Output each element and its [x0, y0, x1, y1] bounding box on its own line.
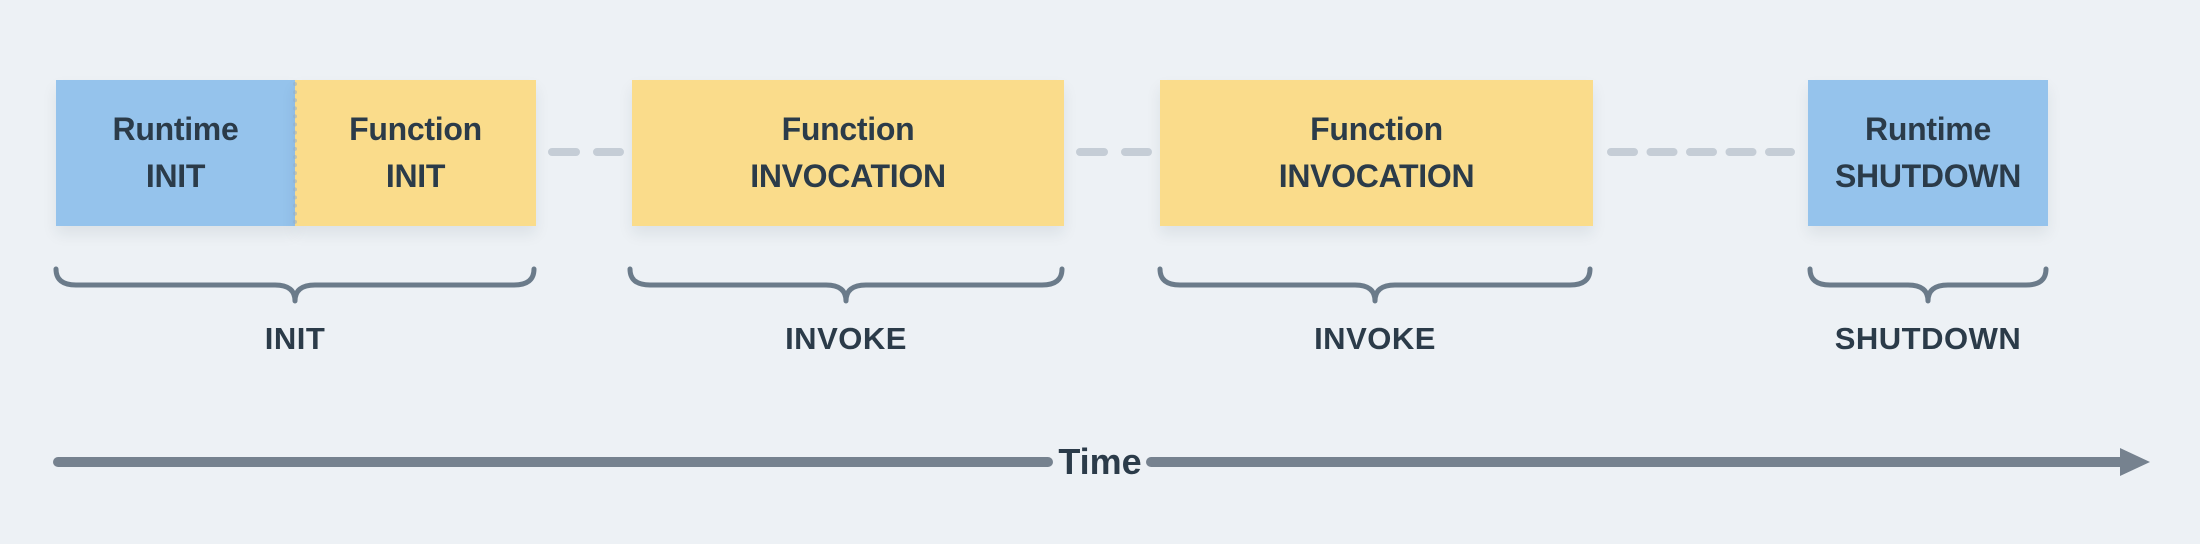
phase-label-invoke-2: INVOKE [1314, 321, 1436, 356]
phase-label-init: INIT [264, 321, 326, 356]
shutdown-brace [1807, 266, 2049, 304]
function-invocation-box-1: Function INVOCATION [632, 80, 1064, 226]
init-boxes-divider [293, 82, 297, 224]
runtime-shutdown-line1: Runtime [1865, 111, 1991, 147]
runtime-shutdown-box: Runtime SHUTDOWN [1808, 80, 2048, 226]
function-init-line2: INIT [385, 158, 446, 194]
runtime-init-box: Runtime INIT [56, 80, 295, 226]
function-init-line1: Function [349, 111, 482, 147]
runtime-init-line2: INIT [145, 158, 206, 194]
function-init-box: Function INIT [295, 80, 536, 226]
time-axis-label: Time [1058, 441, 1142, 482]
phase-label-shutdown: SHUTDOWN [1834, 321, 2022, 356]
runtime-shutdown-line2: SHUTDOWN [1834, 158, 2022, 194]
function-invocation-1-line1: Function [781, 111, 915, 147]
function-invocation-box-2: Function INVOCATION [1160, 80, 1593, 226]
function-invocation-2-line1: Function [1310, 111, 1443, 147]
function-invocation-2-line2: INVOCATION [1278, 158, 1475, 194]
invoke-brace-1 [627, 266, 1065, 304]
runtime-init-line1: Runtime [112, 111, 239, 147]
time-axis-arrowhead-icon [2120, 448, 2150, 476]
init-brace [53, 266, 537, 304]
function-invocation-1-line2: INVOCATION [750, 158, 946, 194]
phase-label-invoke-1: INVOKE [785, 321, 907, 356]
invoke-brace-2 [1157, 266, 1593, 304]
